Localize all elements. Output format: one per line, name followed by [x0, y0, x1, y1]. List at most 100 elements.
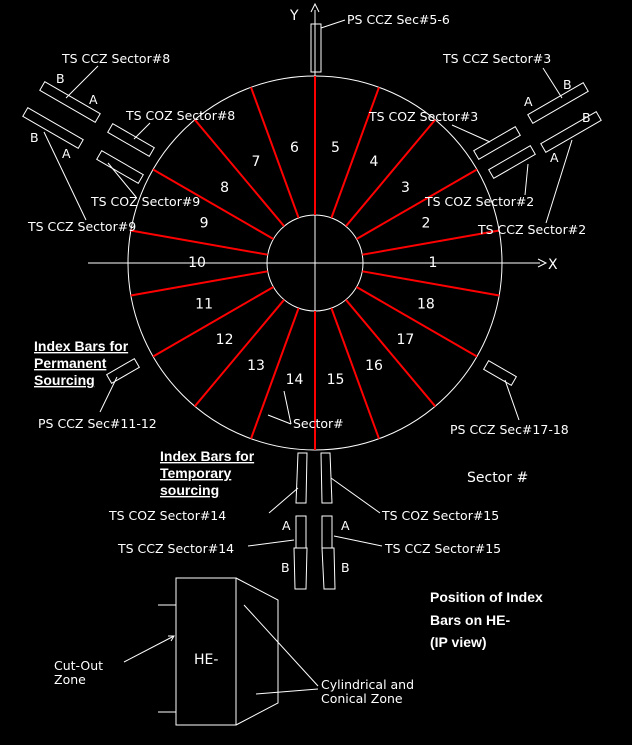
bar-ps-sec17-18 [482, 359, 518, 387]
sector-divider [250, 86, 300, 219]
leader-ts-coz-sec9 [107, 162, 137, 198]
sector-divider [194, 299, 285, 407]
bar-ts-coz-sec8 [107, 122, 155, 158]
sector-number-18: 18 [417, 296, 435, 312]
sector-number-11: 11 [195, 296, 213, 312]
sector-number-2: 2 [421, 216, 430, 232]
sector-number-10: 10 [188, 255, 206, 271]
ab-ul2-b: B [30, 130, 39, 145]
label-ts-ccz-sec9: TS CCZ Sector#9 [27, 219, 136, 234]
leader-sector-pointer [267, 414, 292, 425]
bar-ts-ccz-sec14 [293, 515, 308, 590]
sector-number-4: 4 [370, 154, 379, 170]
leader-cyl-2 [255, 688, 319, 695]
sector-number-5: 5 [331, 140, 340, 156]
he-front-face [175, 577, 237, 726]
sector-divider [152, 168, 274, 240]
ps-bar-sec5-6 [310, 23, 322, 73]
leader-cutout-arrow [168, 635, 175, 642]
leader-sector-pointer-2 [283, 390, 292, 425]
ab-b14-a: A [282, 518, 291, 533]
leader-ts-coz-sec14 [268, 487, 299, 514]
sector-divider [130, 229, 268, 256]
sector-dividers [130, 76, 500, 450]
x-axis-label: X [548, 257, 558, 273]
sector-divider [330, 86, 380, 219]
sector-divider [250, 307, 300, 440]
leader-ts-coz-sec2 [524, 163, 529, 196]
label-ts-ccz-sec15: TS CCZ Sector#15 [384, 541, 501, 556]
leader-ts-ccz-sec8 [65, 65, 99, 99]
ab-ur1-a: A [524, 94, 533, 109]
label-ts-coz-sec9: TS COZ Sector#9 [90, 194, 200, 209]
heading-permanent-3: Sourcing [34, 372, 95, 388]
y-axis-arrow [310, 2, 320, 13]
x-axis-arrow [537, 258, 548, 268]
label-ts-ccz-sec14: TS CCZ Sector#14 [117, 541, 234, 556]
bar-ts-coz-sec2 [488, 144, 536, 180]
label-ps-sec11-12: PS CCZ Sec#11-12 [38, 416, 157, 431]
sector-divider [362, 270, 500, 297]
leader-ps-sec11-12 [99, 376, 118, 413]
sector-divider [152, 286, 274, 358]
heading-permanent-2: Permanent [34, 355, 107, 371]
bar-ts-ccz-sec2 [540, 110, 602, 154]
ab-b15-a: A [341, 518, 350, 533]
leader-ps-sec5-6 [320, 19, 346, 29]
bar-ts-coz-sec3 [473, 125, 521, 161]
sector-divider [345, 119, 436, 227]
sector-number-16: 16 [365, 358, 383, 374]
sector-divider [356, 168, 478, 240]
sector-number-15: 15 [327, 372, 345, 388]
label-ts-ccz-sec3: TS CCZ Sector#3 [442, 51, 551, 66]
sector-divider [345, 299, 436, 407]
ab-ur2-b: B [582, 110, 591, 125]
bar-ts-coz-sec15 [320, 452, 333, 504]
sector-divider [356, 286, 478, 358]
bar-ts-ccz-sec3 [527, 81, 589, 125]
heading-temporary-1: Index Bars for [160, 448, 255, 464]
sector-number-1: 1 [429, 255, 438, 271]
heading-position-1: Position of Index [430, 589, 543, 605]
label-cyl-1: Cylindrical and [321, 677, 414, 692]
bar-ts-ccz-sec9 [22, 106, 84, 150]
heading-temporary-2: Temporary [160, 465, 232, 481]
ab-ur2-a: A [550, 150, 559, 165]
sector-divider [330, 307, 380, 440]
sector-number-7: 7 [252, 154, 261, 170]
label-ts-coz-sec14: TS COZ Sector#14 [108, 508, 226, 523]
leader-ts-coz-sec8 [133, 122, 151, 140]
leader-ts-ccz-sec2 [545, 139, 573, 224]
label-cutout-1: Cut-Out [54, 658, 103, 673]
leader-ts-ccz-sec9 [43, 131, 87, 221]
leader-ts-coz-sec3 [451, 124, 491, 143]
leader-ts-coz-sec15 [330, 477, 381, 514]
he-title: HE- [194, 652, 218, 668]
ab-b14-b: B [281, 560, 290, 575]
sector-number-17: 17 [396, 332, 414, 348]
heading-position-2: Bars on HE- [430, 612, 510, 628]
label-sector-pointer: Sector# [293, 416, 344, 431]
sector-number-14: 14 [286, 372, 304, 388]
label-ts-coz-sec2: TS COZ Sector#2 [424, 194, 534, 209]
label-cutout-2: Zone [54, 672, 86, 687]
label-ps-sec5-6: PS CCZ Sec#5-6 [347, 12, 450, 27]
sector-divider [130, 270, 268, 297]
ab-b15-b: B [341, 560, 350, 575]
bar-ts-coz-sec9 [96, 149, 144, 185]
label-ts-coz-sec3: TS COZ Sector#3 [368, 109, 478, 124]
leader-ts-ccz-sec14 [247, 539, 295, 547]
heading-position-3: (IP view) [430, 634, 487, 650]
label-ts-ccz-sec8: TS CCZ Sector#8 [61, 51, 170, 66]
he-block: HE- [158, 577, 279, 726]
sector-divider [362, 229, 500, 256]
he-conical-face [235, 577, 279, 726]
sector-number-9: 9 [200, 216, 209, 232]
ab-ur1-b: B [563, 77, 572, 92]
bar-ts-ccz-sec8 [39, 80, 101, 124]
sector-divider [194, 119, 285, 227]
leader-ts-ccz-sec3 [542, 67, 563, 99]
heading-permanent-1: Index Bars for [34, 338, 129, 354]
sector-number-13: 13 [247, 358, 265, 374]
